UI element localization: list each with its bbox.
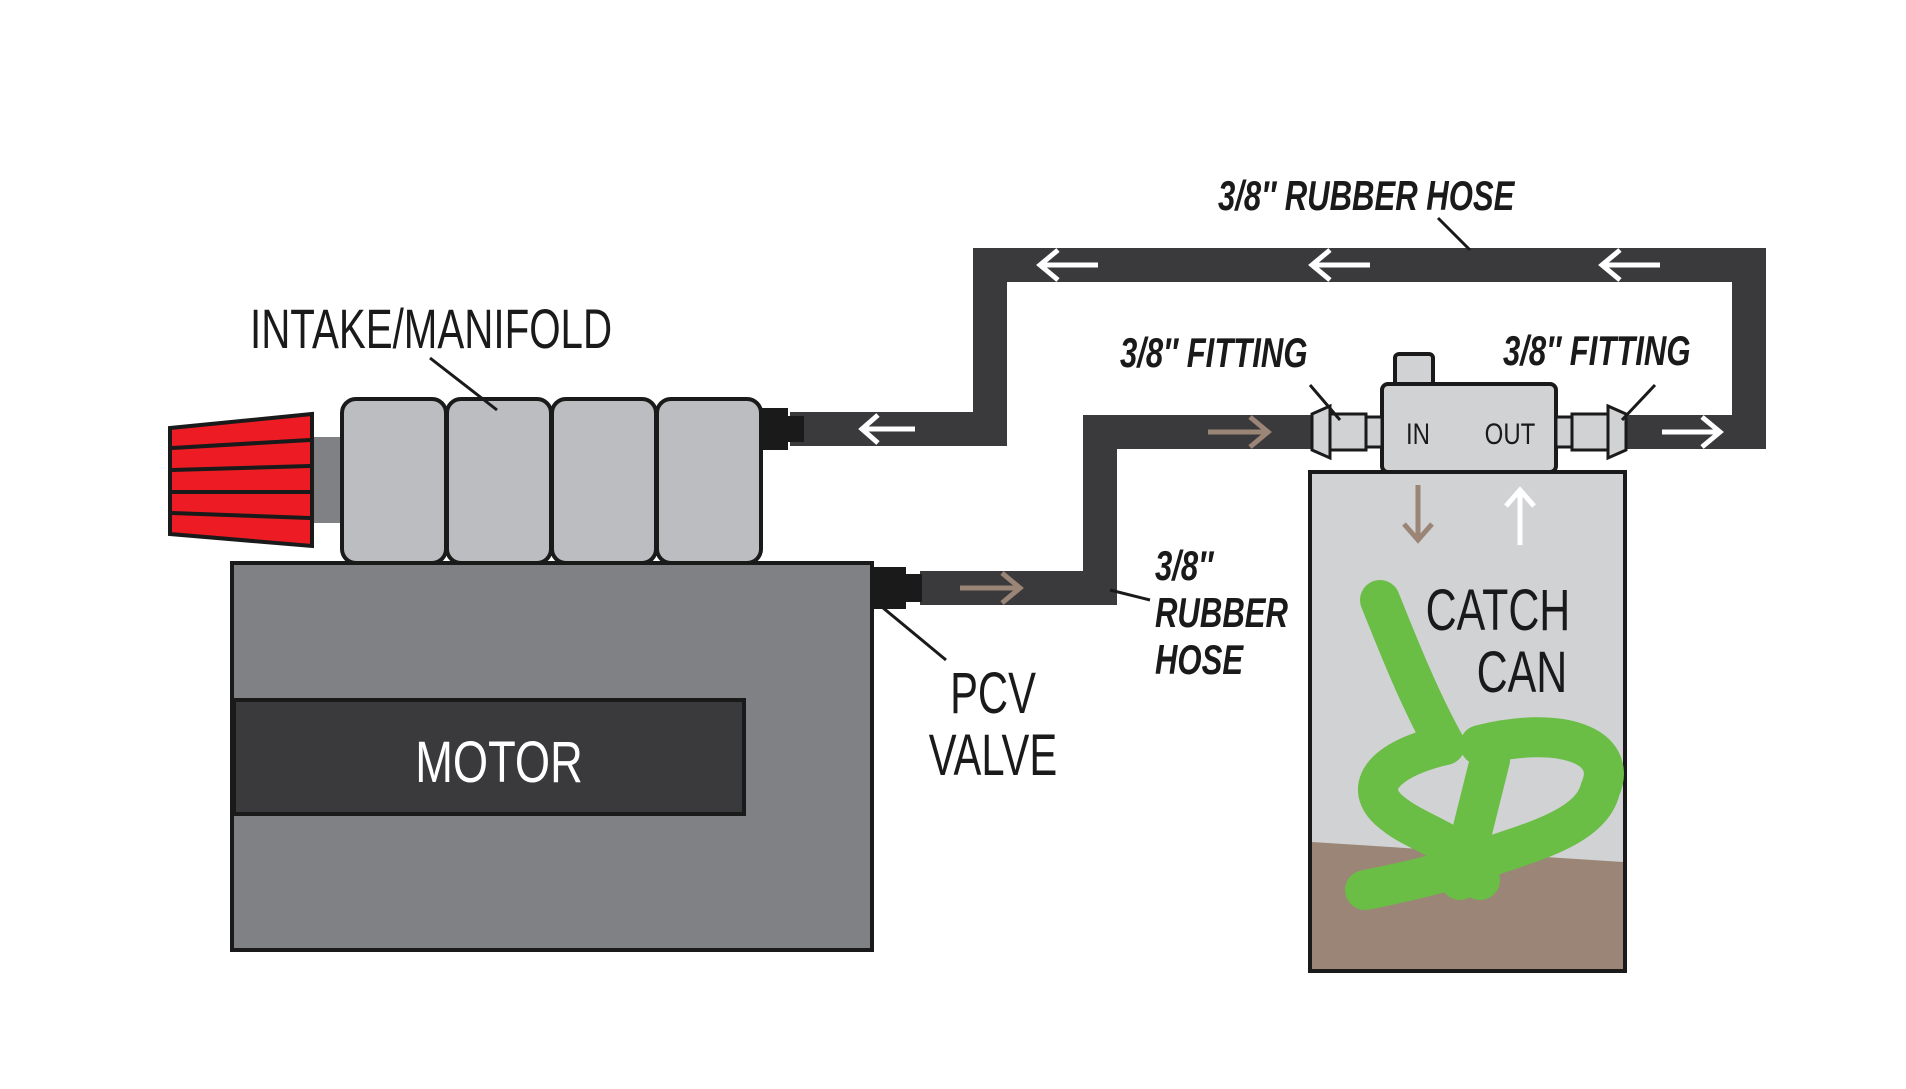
manifold-runner [445, 397, 553, 565]
manifold-runner [340, 397, 448, 565]
top-rubber-hose-label: 3/8″ RUBBER HOSE [1218, 172, 1515, 219]
port-out-label: OUT [1485, 416, 1536, 450]
manifold-fitting-nozzle [788, 416, 804, 442]
arrow-left-icon [858, 413, 915, 445]
leader-lines [429, 216, 1657, 662]
catch-can-label-line1: CATCH [1426, 578, 1571, 643]
lower-rubber-hose-label-line3: HOSE [1155, 636, 1244, 683]
arrow-down-icon [1402, 485, 1434, 544]
manifold-runner [550, 397, 658, 565]
pcv-valve-label-line2: VALVE [929, 722, 1057, 787]
catch-can-label-line2: CAN [1477, 640, 1568, 705]
intake-manifold-label: INTAKE/MANIFOLD [250, 299, 612, 361]
arrow-right-icon [1208, 415, 1272, 449]
arrow-right-icon [1662, 415, 1724, 449]
manifold-runner [655, 397, 763, 565]
motor-label: MOTOR [415, 731, 583, 796]
arrow-left-icon [1598, 248, 1660, 282]
sludge-shape [1345, 580, 1624, 910]
catch-can-cap-stub [1393, 352, 1435, 388]
port-in-label: IN [1406, 416, 1430, 450]
outlet-fitting [1554, 403, 1628, 461]
arrow-up-icon [1504, 486, 1536, 545]
lower-rubber-hose-label-line1: 3/8″ [1155, 542, 1215, 589]
pcv-valve-label-line1: PCV [950, 660, 1036, 725]
arrow-right-icon [960, 571, 1024, 605]
outlet-fitting-label: 3/8″ FITTING [1503, 327, 1691, 374]
lower-rubber-hose-label-line2: RUBBER [1155, 589, 1288, 636]
supply-flow-arrows [960, 415, 1272, 605]
air-filter [168, 411, 314, 549]
pcv-valve [872, 567, 906, 609]
inlet-fitting-label: 3/8″ FITTING [1120, 329, 1308, 376]
motor-label-band [232, 698, 746, 816]
pcv-valve-nozzle [906, 574, 922, 602]
intake-connector [312, 437, 342, 523]
intake-manifold [340, 397, 763, 565]
return-flow-arrows [858, 248, 1724, 449]
inlet-fitting [1310, 403, 1384, 461]
arrow-left-icon [1036, 248, 1098, 282]
supply-hose [920, 415, 1320, 605]
arrow-left-icon [1308, 248, 1370, 282]
manifold-fitting [761, 408, 788, 450]
air-filter-body [168, 411, 314, 549]
